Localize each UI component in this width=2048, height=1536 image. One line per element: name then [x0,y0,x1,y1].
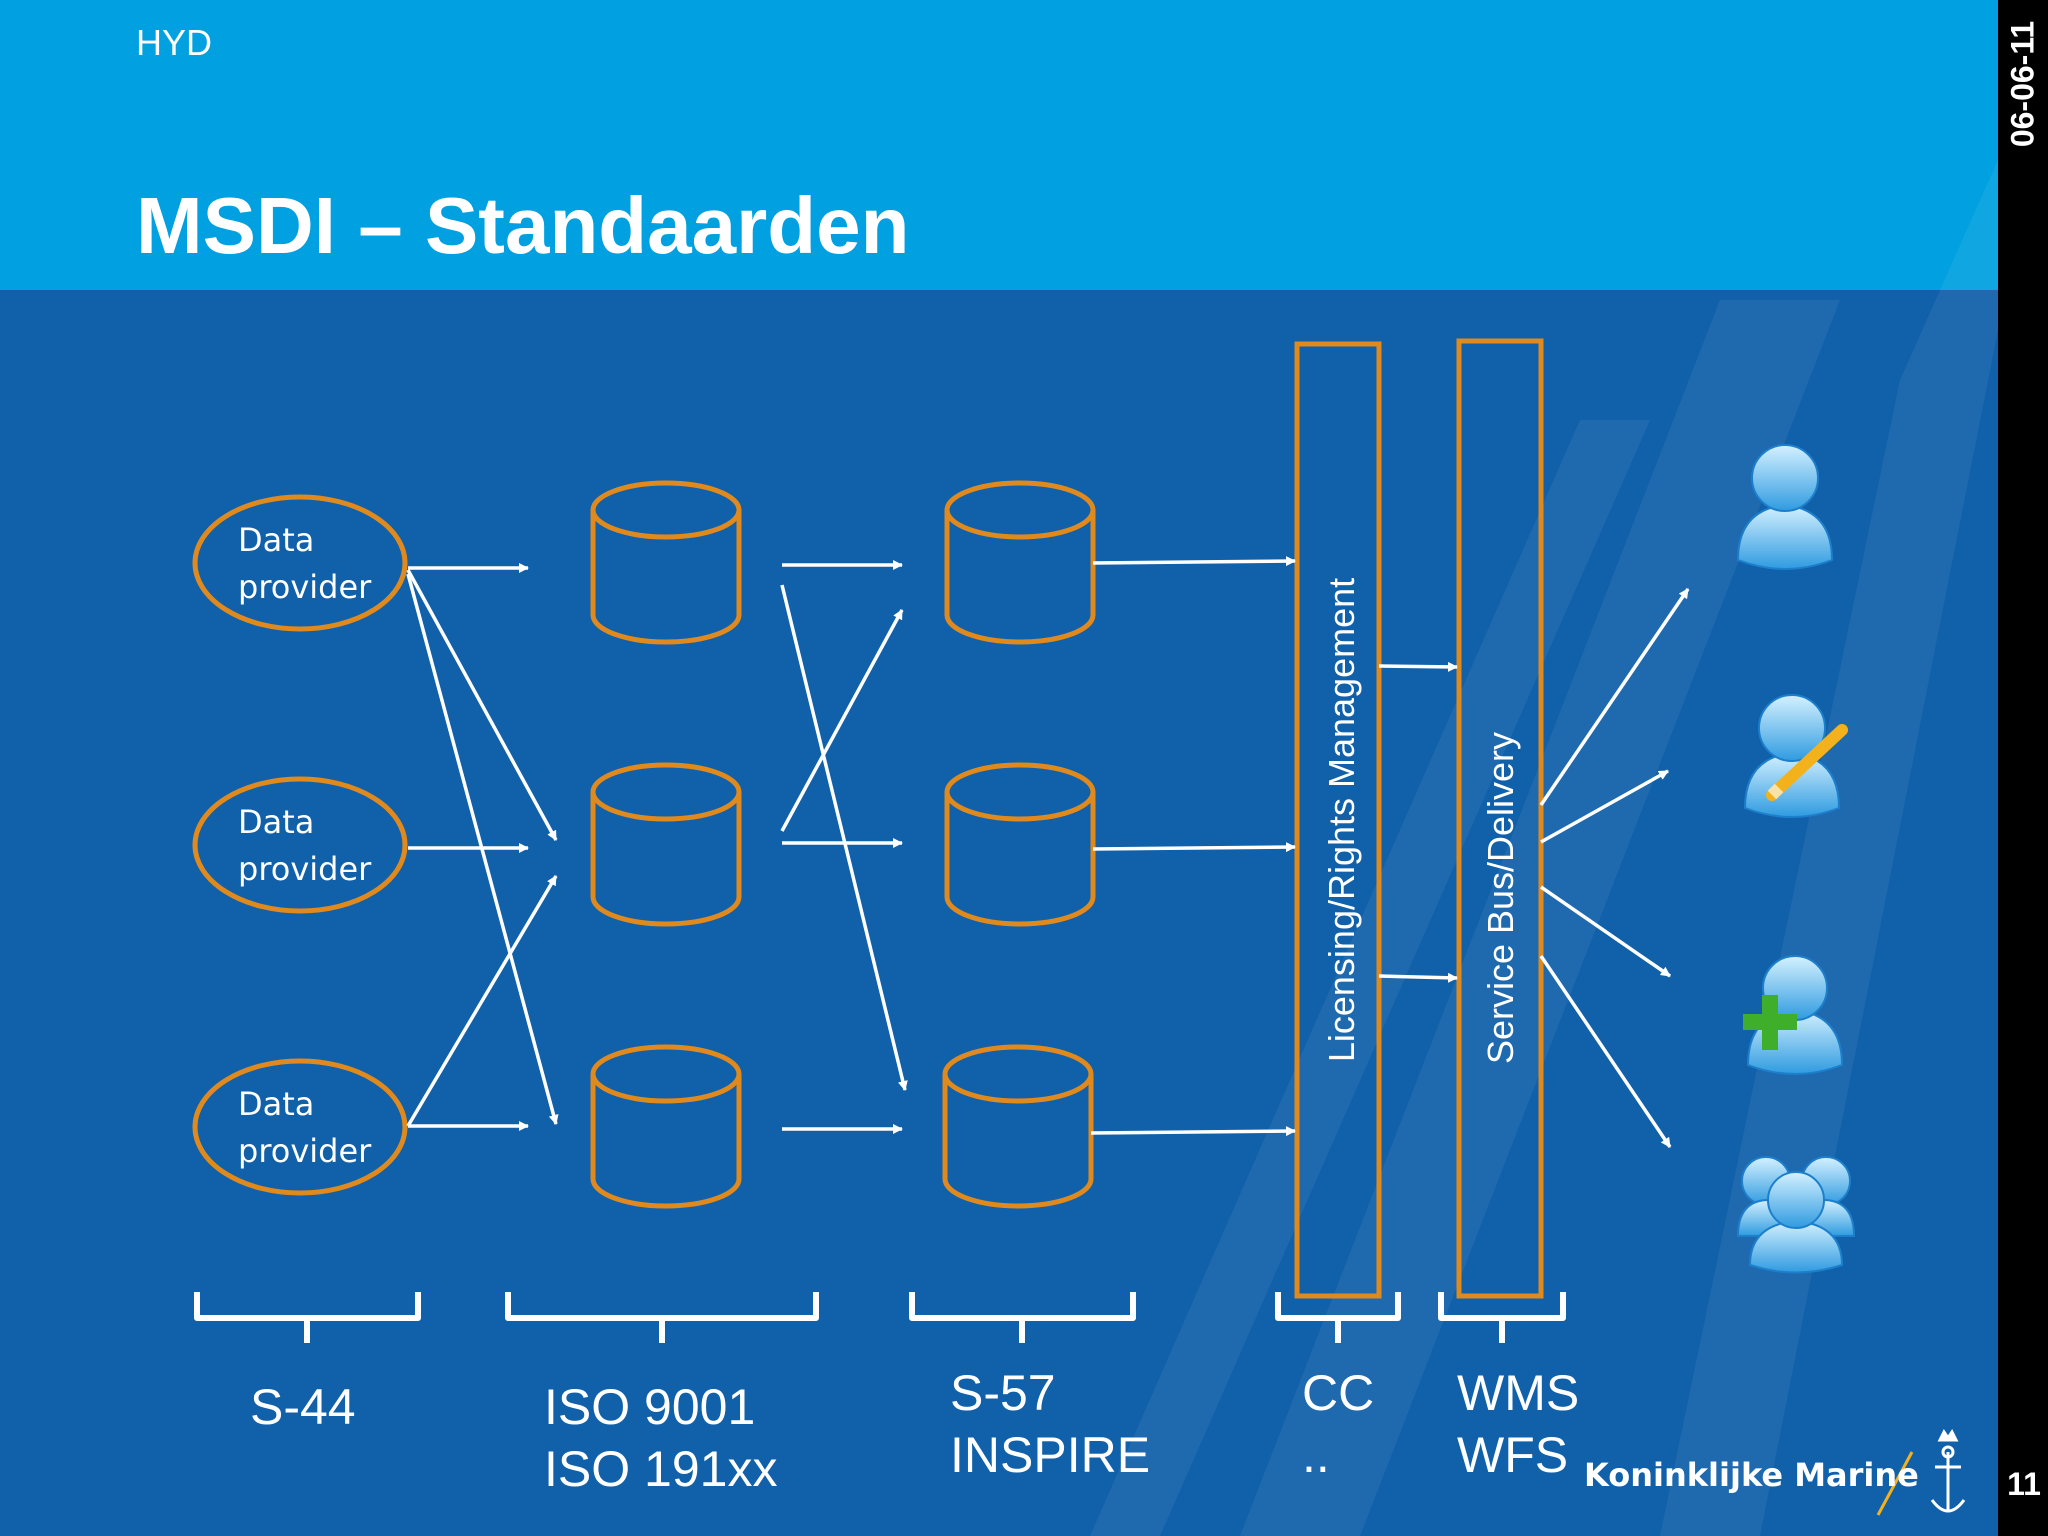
brace-cc [1275,1292,1401,1343]
brand-name: Koninklijke Marine [1584,1456,1919,1494]
provider-label-line1: Data [238,521,315,559]
provider-label: Data provider [238,517,371,611]
database-cylinder [944,762,1096,927]
sidebar [1998,0,2048,1536]
provider-label-line1: Data [238,803,315,841]
database-cylinder [590,762,742,927]
provider-ellipse-2 [192,776,408,914]
service-bus-bar [1456,338,1544,1299]
standard-iso: ISO 9001 ISO 191xx [544,1379,778,1497]
database-cylinder [590,1044,742,1209]
standard-cc: CC .. [1302,1365,1375,1483]
provider-label-line2: provider [238,1132,372,1170]
brace-iso [505,1292,819,1343]
section-label: HYD [136,22,213,63]
provider-label-line2: provider [238,850,372,888]
brace-wms [1438,1292,1566,1343]
standard-wms: WMS WFS [1457,1365,1580,1483]
service-bus-label: Service Bus/Delivery [1480,731,1521,1065]
page-number: 11 [2007,1466,2041,1502]
licensing-label: Licensing/Rights Management [1321,577,1362,1063]
provider-label: Data provider [238,1081,371,1175]
user-group-icon [1736,1156,1856,1274]
provider-label-line2: provider [238,568,372,606]
user-edit-icon [1743,694,1848,818]
database-cylinder [942,1044,1094,1209]
slide-title: MSDI – Standaarden [136,181,910,270]
database-cylinder [944,480,1096,645]
header-band [0,0,1998,290]
logo-swoosh [1876,1451,1914,1516]
database-cylinder [590,480,742,645]
user-add-icon [1743,955,1844,1075]
provider-label: Data provider [238,799,371,893]
standard-s44: S-44 [250,1379,356,1435]
provider-ellipse-1 [192,494,408,632]
anchor-logo [1930,1429,1966,1513]
brace-s57 [909,1292,1136,1343]
provider-label-line1: Data [238,1085,315,1123]
brace-s44 [194,1292,421,1343]
standard-s57: S-57 INSPIRE [950,1365,1151,1483]
provider-ellipse-3 [192,1058,408,1196]
licensing-bar [1294,341,1382,1299]
braces [194,1292,1566,1343]
slide-date: 06-06-11 [2004,20,2041,148]
user-icon [1736,444,1834,570]
flow-arrows [406,556,1690,1148]
